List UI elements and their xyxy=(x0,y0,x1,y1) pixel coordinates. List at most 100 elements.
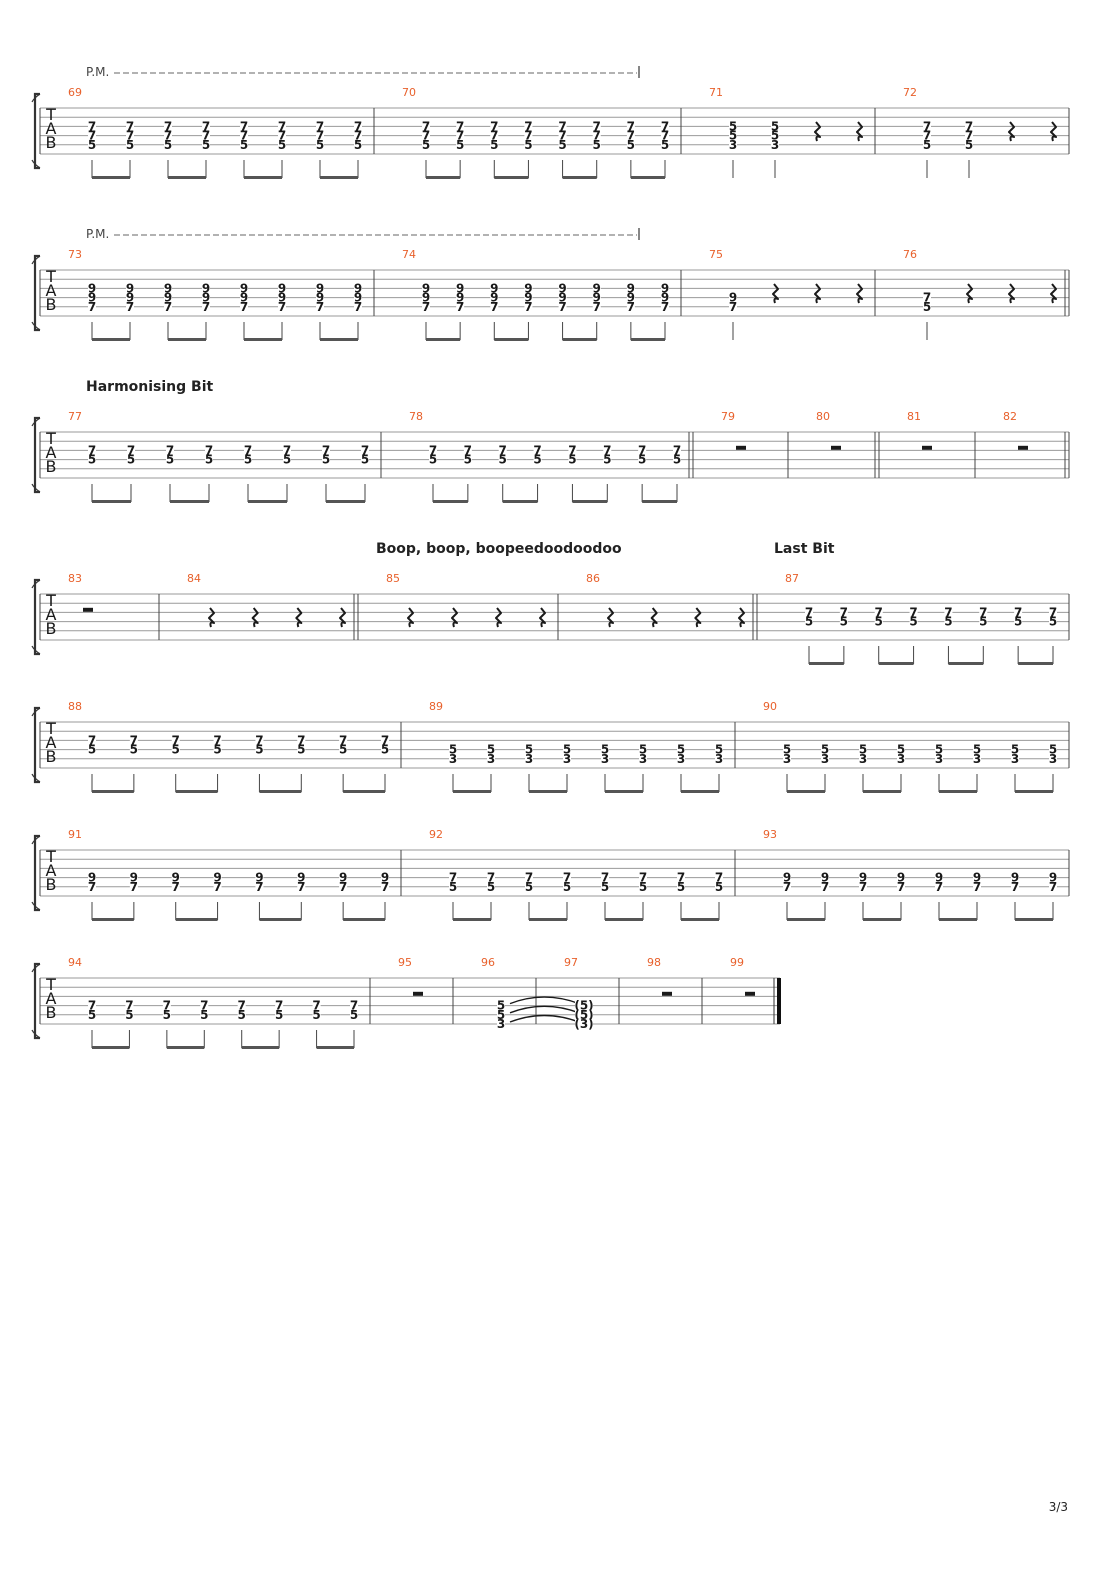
measure: 83 xyxy=(68,572,160,640)
fret-number: 3 xyxy=(1011,752,1019,766)
tab-clef-letter: B xyxy=(46,295,57,314)
beam xyxy=(863,918,901,921)
fret-number: 9 xyxy=(661,291,669,305)
tab-clef-letter: A xyxy=(46,281,57,300)
fret-number: 7 xyxy=(661,300,669,314)
fret-number: 7 xyxy=(88,119,96,133)
fret-number: 7 xyxy=(1014,605,1022,619)
fret-number: 7 xyxy=(524,119,532,133)
fret-number: 7 xyxy=(638,443,646,457)
fret-number: 5 xyxy=(1049,743,1057,757)
fret-number: 7 xyxy=(464,443,472,457)
fret-number: 7 xyxy=(205,443,213,457)
beam xyxy=(529,790,567,793)
quarter-rest-icon xyxy=(772,283,779,304)
system-bracket xyxy=(31,1029,41,1039)
tab-clef-letter: B xyxy=(46,875,57,894)
fret-number: 5 xyxy=(771,119,779,133)
fret-number: 9 xyxy=(126,281,134,295)
fret-number: 3 xyxy=(973,752,981,766)
fret-number: 7 xyxy=(278,300,286,314)
tab-clef-letter: B xyxy=(46,747,57,766)
fret-number: 9 xyxy=(973,871,981,885)
fret-number: 9 xyxy=(1049,871,1057,885)
beam xyxy=(787,790,825,793)
beam xyxy=(175,790,218,793)
quarter-rest-icon xyxy=(856,283,863,304)
measure-number: 97 xyxy=(564,956,578,969)
fret-number: 7 xyxy=(354,119,362,133)
fret-number: 7 xyxy=(627,119,635,133)
fret-number: 7 xyxy=(875,605,883,619)
fret-number: 5 xyxy=(979,615,987,629)
fret-number: 9 xyxy=(213,871,221,885)
tab-clef-letter: T xyxy=(45,105,56,124)
fret-number: 5 xyxy=(627,138,635,152)
fret-number: 9 xyxy=(278,291,286,305)
fret-number: 7 xyxy=(88,999,96,1013)
tab-clef-letter: B xyxy=(46,619,57,638)
final-barline xyxy=(777,978,781,1024)
fret-number: 3 xyxy=(563,752,571,766)
measure-number: 96 xyxy=(481,956,495,969)
fret-number: 7 xyxy=(909,605,917,619)
measure: 98 xyxy=(647,956,703,1024)
fret-number: 9 xyxy=(164,291,172,305)
fret-number: 7 xyxy=(568,443,576,457)
fret-number: 7 xyxy=(88,129,96,143)
fret-number: 3 xyxy=(771,138,779,152)
fret-number: 9 xyxy=(202,281,210,295)
fret-number: 7 xyxy=(126,119,134,133)
system-bracket xyxy=(31,963,41,973)
fret-number: 7 xyxy=(381,880,389,894)
fret-number: 9 xyxy=(278,281,286,295)
fret-number: 3 xyxy=(525,752,533,766)
system-bracket xyxy=(31,901,41,911)
fret-number: 7 xyxy=(661,129,669,143)
quarter-rest-icon xyxy=(1050,283,1057,304)
fret-number: 7 xyxy=(127,443,135,457)
fret-number: 7 xyxy=(130,880,138,894)
fret-number: 9 xyxy=(859,871,867,885)
fret-number: 5 xyxy=(354,138,362,152)
measure-number: 85 xyxy=(386,572,400,585)
quarter-rest-icon xyxy=(856,121,863,142)
fret-number: 5 xyxy=(125,1008,133,1022)
fret-number: 7 xyxy=(487,871,495,885)
fret-number: 9 xyxy=(88,871,96,885)
fret-number: 7 xyxy=(297,880,305,894)
fret-number: 7 xyxy=(238,999,246,1013)
measure-number: 78 xyxy=(409,410,423,423)
beam xyxy=(92,918,134,921)
system-bracket xyxy=(31,255,41,265)
beam xyxy=(426,338,461,341)
fret-number: 5 xyxy=(558,138,566,152)
fret-number: 3 xyxy=(729,138,737,152)
fret-number: 7 xyxy=(1049,880,1057,894)
fret-number: 7 xyxy=(88,443,96,457)
fret-number: 7 xyxy=(202,119,210,133)
fret-number: 7 xyxy=(429,443,437,457)
fret-number: 7 xyxy=(88,880,96,894)
fret-number: 7 xyxy=(164,119,172,133)
measure-number: 76 xyxy=(903,248,917,261)
half-rest-icon xyxy=(922,445,932,450)
fret-number: 3 xyxy=(783,752,791,766)
fret-number: 7 xyxy=(213,733,221,747)
fret-number: 7 xyxy=(255,733,263,747)
fret-number: 9 xyxy=(729,291,737,305)
quarter-rest-icon xyxy=(295,607,303,628)
fret-number: 7 xyxy=(524,129,532,143)
fret-number: 7 xyxy=(490,300,498,314)
beam xyxy=(92,176,130,179)
fret-number: 9 xyxy=(88,291,96,305)
fret-number: 5 xyxy=(487,743,495,757)
beam xyxy=(1015,790,1053,793)
quarter-rest-icon xyxy=(814,121,821,142)
